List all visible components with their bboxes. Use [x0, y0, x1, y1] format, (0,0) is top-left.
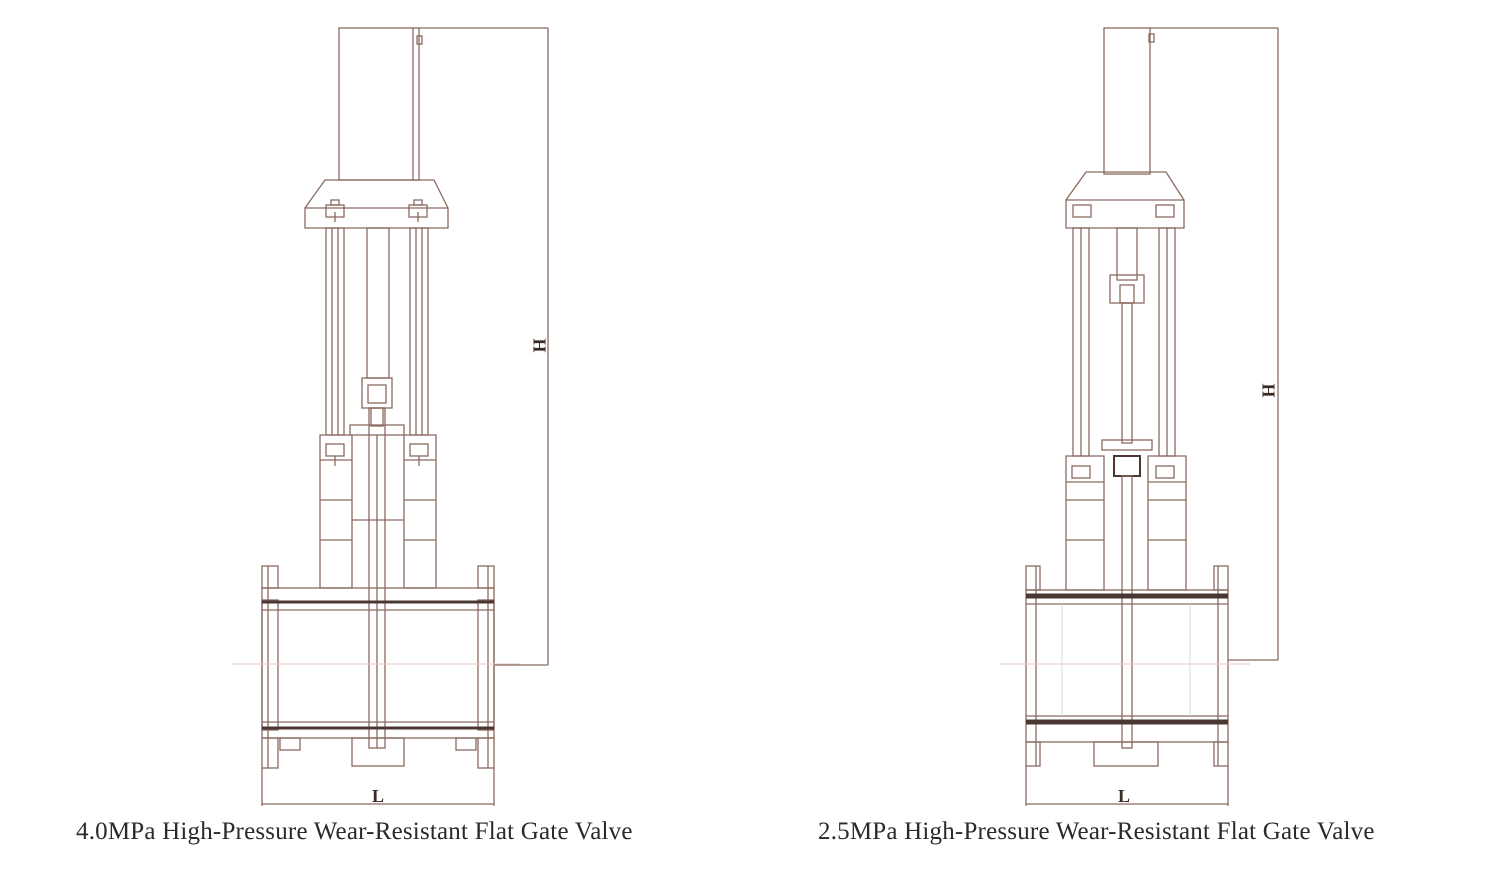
valve-2-5mpa-drawing — [1000, 27, 1279, 806]
height-label-right: H — [1258, 383, 1279, 398]
height-label-left: H — [529, 338, 550, 353]
caption-4mpa-valve: 4.0MPa High-Pressure Wear-Resistant Flat… — [76, 818, 633, 845]
length-label-left: L — [372, 786, 385, 806]
length-label-right: L — [1118, 786, 1131, 806]
valve-4mpa-drawing — [232, 27, 549, 806]
caption-2-5mpa-valve: 2.5MPa High-Pressure Wear-Resistant Flat… — [818, 818, 1375, 845]
